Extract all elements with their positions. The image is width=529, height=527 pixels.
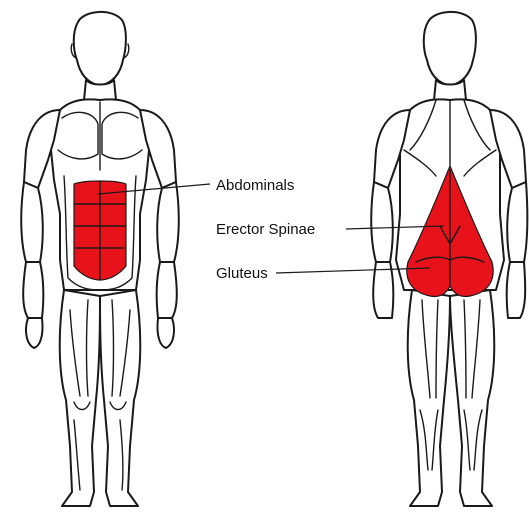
abdominals-highlight (74, 181, 126, 280)
label-abdominals: Abdominals (216, 177, 294, 194)
label-erector-spinae: Erector Spinae (216, 221, 315, 238)
label-gluteus: Gluteus (216, 265, 268, 282)
